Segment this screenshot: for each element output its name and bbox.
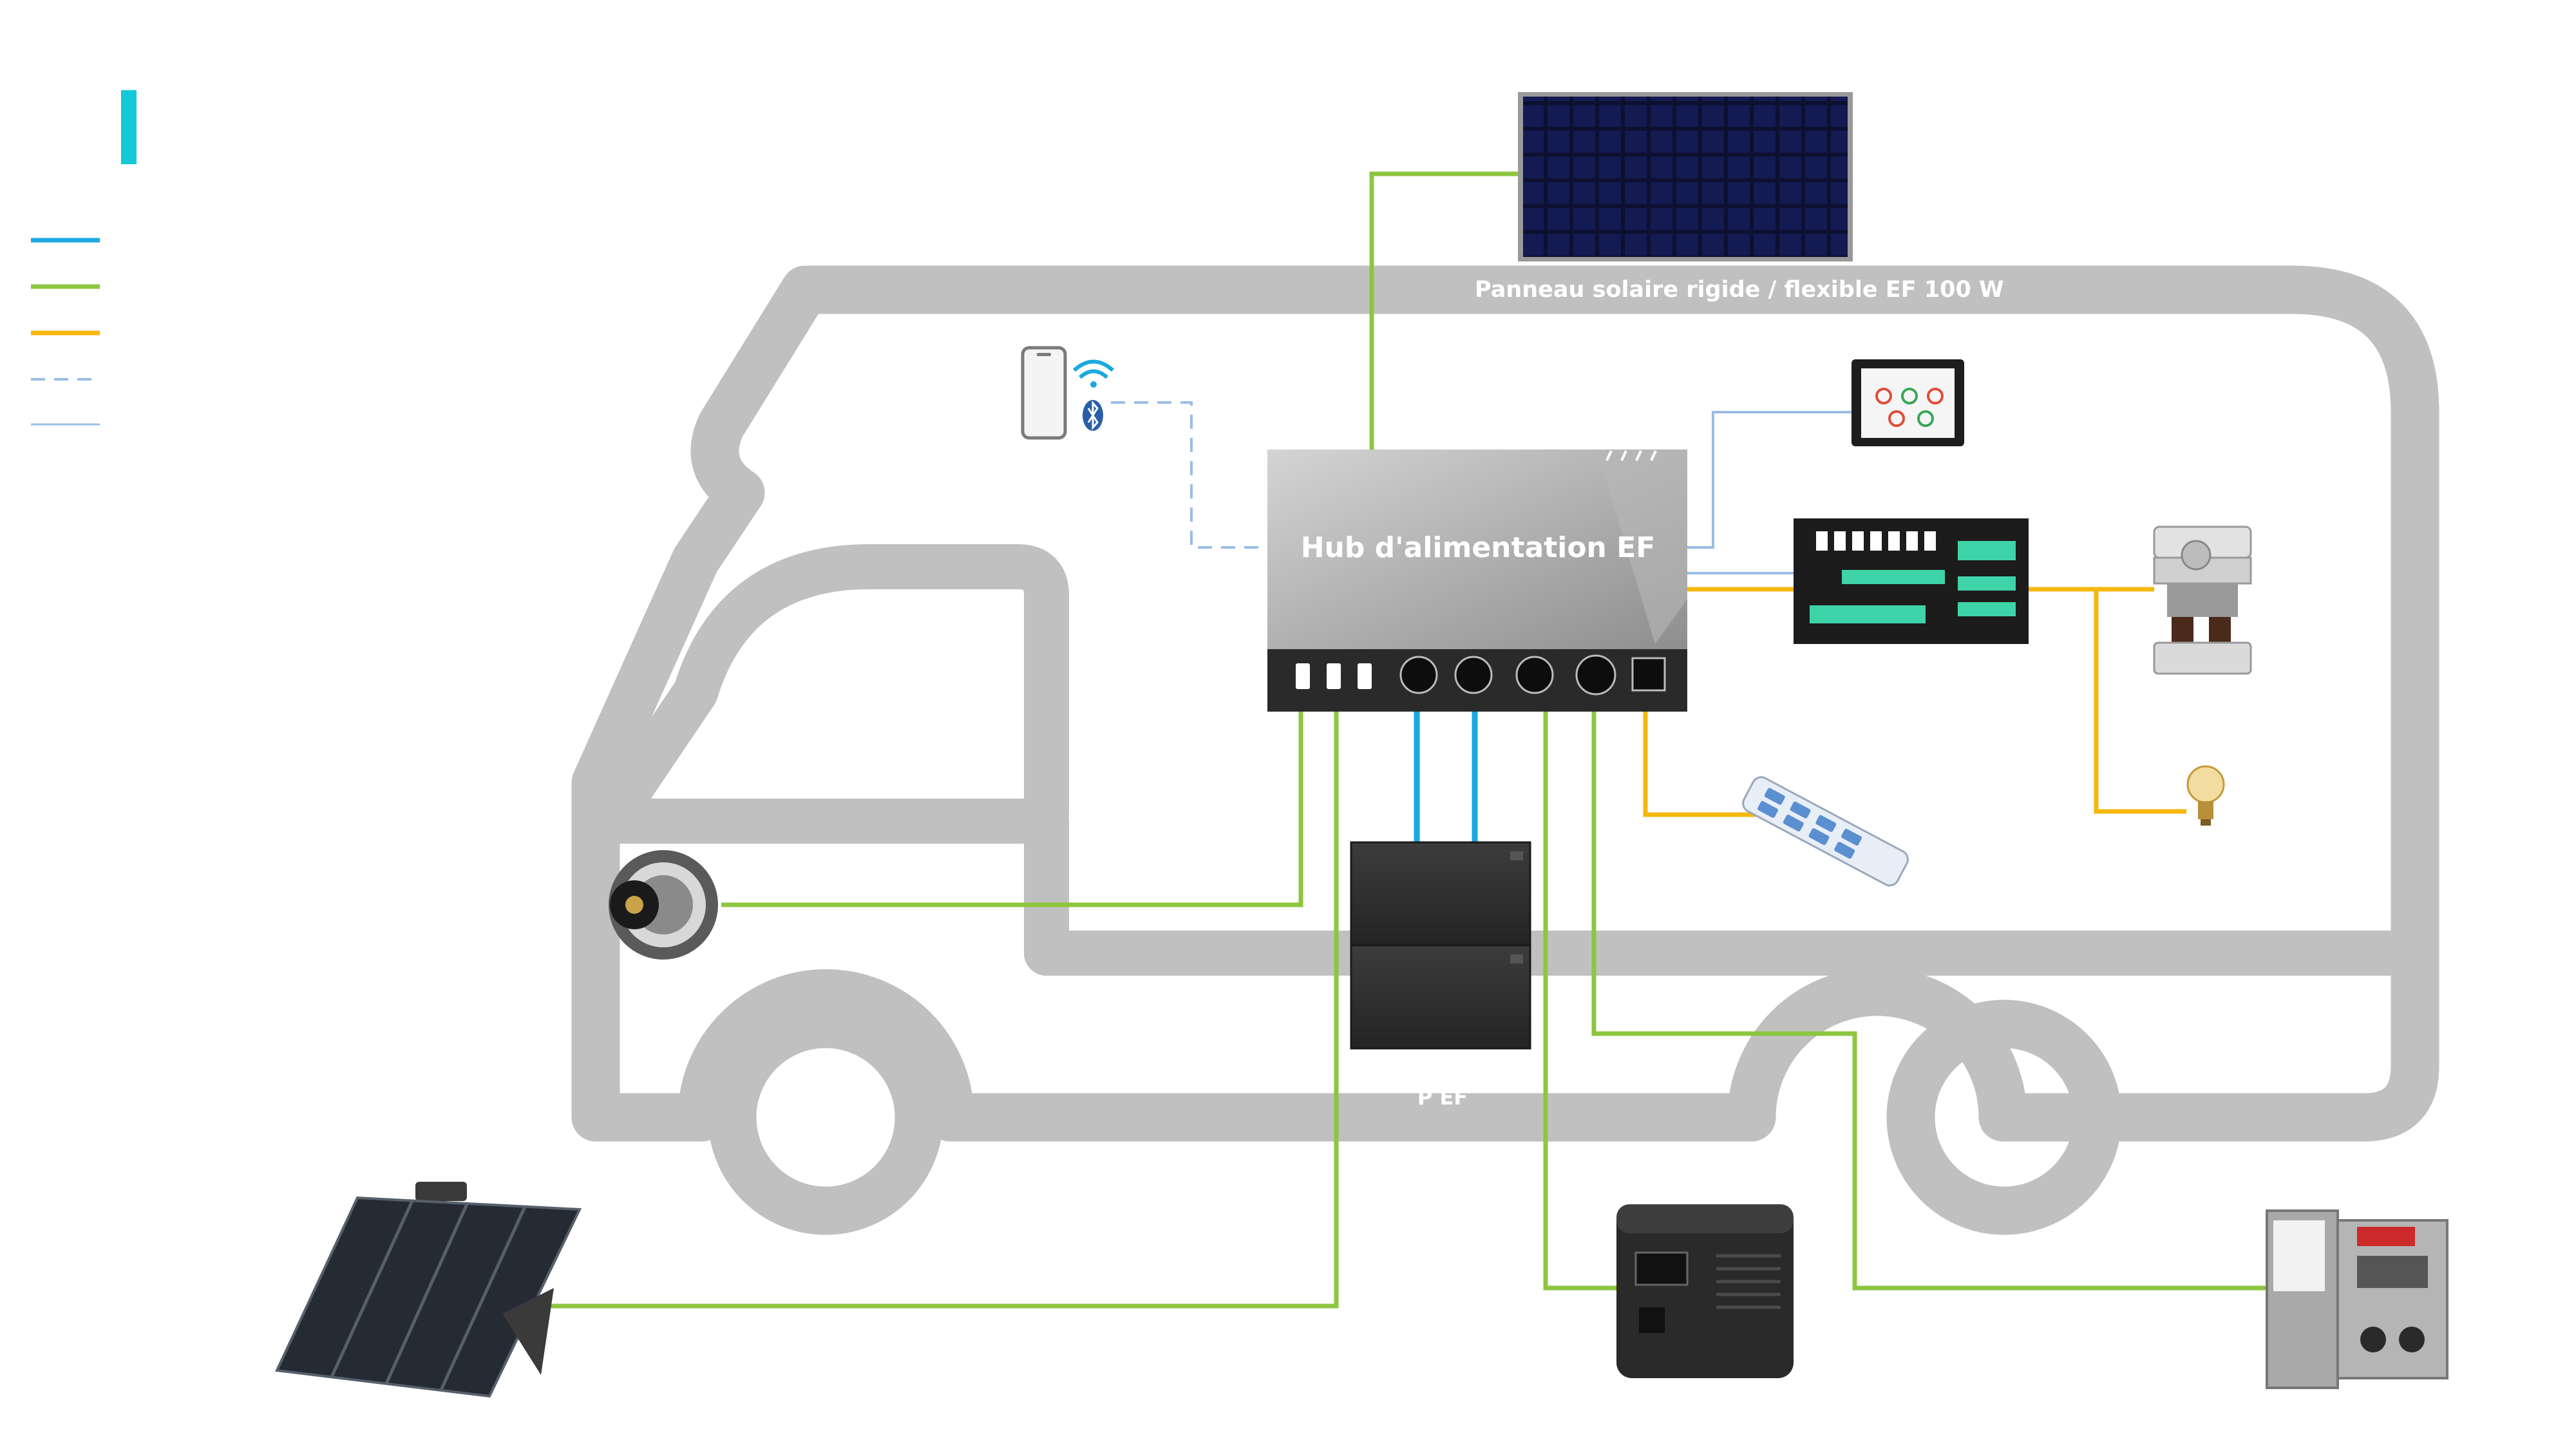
coffee-machine-icon <box>2153 526 2252 675</box>
power-strip-icon <box>1742 776 1909 887</box>
alternator-icon <box>609 850 718 960</box>
battery-icon <box>1350 841 1531 1050</box>
connection-alternator-hub <box>721 712 1303 907</box>
connection-hub-strip <box>1643 712 1761 817</box>
connection-shore-hub <box>1591 712 2273 1291</box>
connection-portable-solar-hub <box>515 712 1339 1309</box>
solar-panel-label: Panneau solaire rigide / flexible EF 100… <box>1475 277 2004 303</box>
rv-front-wheel <box>708 999 943 1235</box>
shore-power-icon <box>2266 1209 2448 1389</box>
connection-generator-hub <box>1543 712 1639 1291</box>
portable-solar-panel-icon <box>275 1182 582 1398</box>
legend-accent-bar <box>121 90 137 164</box>
light-bulb-icon <box>2186 765 2225 826</box>
power-hub-icon <box>1267 450 1687 712</box>
connection-panel-bulb <box>2094 589 2186 814</box>
rv-outline <box>571 265 2439 1235</box>
hub-label: Hub d'alimentation EF <box>1300 531 1656 564</box>
connection-solar-hub <box>1369 171 1520 451</box>
legend <box>31 90 137 426</box>
touch-display-icon <box>1852 359 1964 446</box>
smartphone-bluetooth-wifi-icon <box>1021 346 1115 440</box>
solar-panel-icon <box>1518 92 1853 261</box>
connection-hub-display <box>1687 411 1852 549</box>
connection-phone-hub <box>1111 401 1267 549</box>
rv-body-outline <box>571 265 2439 1142</box>
connections <box>515 171 2273 1309</box>
generator-icon <box>1616 1204 1794 1378</box>
rv-rear-wheel <box>1886 999 2122 1235</box>
battery-label: P EF <box>1417 1085 1468 1110</box>
breaker-panel-icon <box>1794 518 2029 644</box>
